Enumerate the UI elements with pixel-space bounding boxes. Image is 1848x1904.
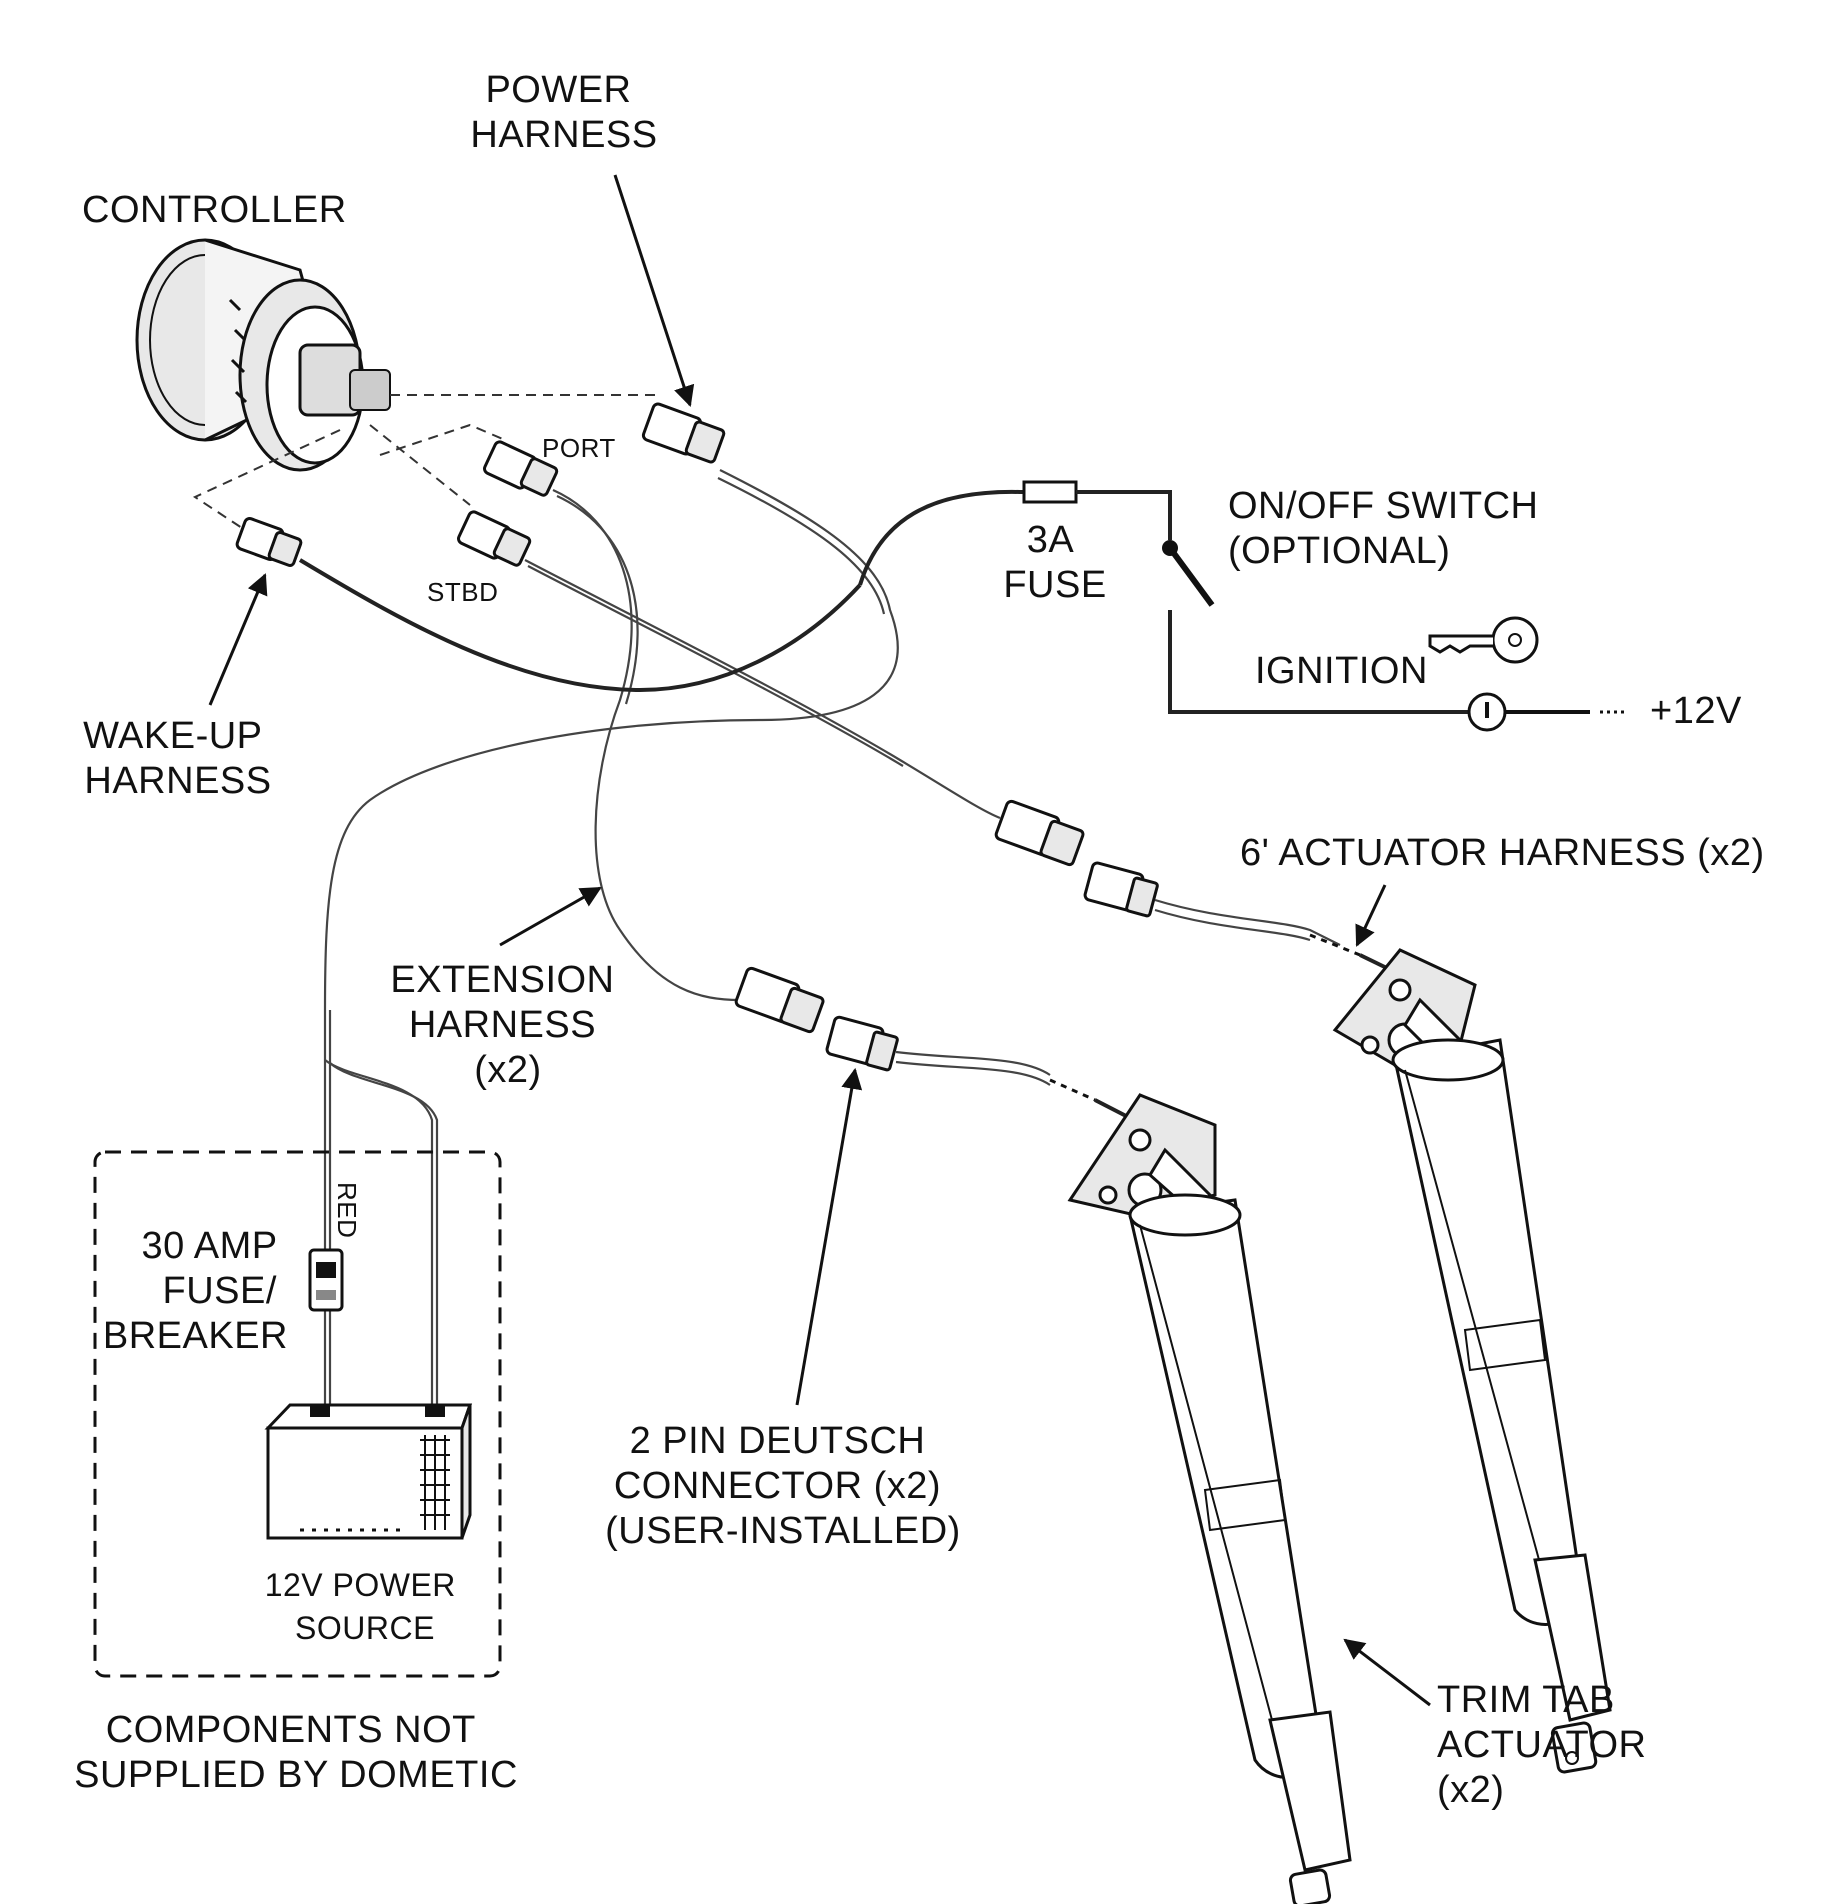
stbd-actuator-wire bbox=[1154, 898, 1341, 946]
ignition-label: IGNITION bbox=[1255, 650, 1428, 692]
extension-harness-label: EXTENSION HARNESS (x2) bbox=[390, 959, 625, 1091]
wake-up-harness-label: WAKE-UP HARNESS bbox=[83, 715, 273, 802]
power-harness-connector bbox=[641, 402, 726, 464]
battery bbox=[264, 1403, 473, 1540]
extension-harness-arrow bbox=[499, 886, 602, 947]
on-off-switch bbox=[1167, 546, 1215, 607]
trim-tab-actuator-port bbox=[1067, 1093, 1352, 1904]
wake-up-harness-arrow bbox=[208, 573, 268, 706]
port-actuator-wire bbox=[895, 1050, 1051, 1076]
not-supplied-box bbox=[93, 1150, 502, 1678]
extension-harness-stbd bbox=[524, 559, 1001, 820]
fuse-3a-label: 3A FUSE bbox=[1003, 519, 1106, 606]
fuse-breaker-label: 30 AMP FUSE/ BREAKER bbox=[103, 1225, 288, 1357]
power-source-label: 12V POWER SOURCE bbox=[265, 1567, 466, 1646]
red-wire-label: RED bbox=[332, 1182, 362, 1238]
wake-up-connector bbox=[235, 517, 303, 567]
deutsch-connector-arrow bbox=[795, 1067, 863, 1406]
not-supplied-label: COMPONENTS NOT SUPPLIED BY DOMETIC bbox=[74, 1709, 518, 1796]
deutsch-connector-label: 2 PIN DEUTSCH CONNECTOR (x2) (USER-INSTA… bbox=[605, 1420, 961, 1552]
controller-label: CONTROLLER bbox=[82, 189, 347, 231]
key-icon bbox=[1428, 616, 1539, 664]
trim-tab-actuator-label: TRIM TAB ACTUATOR (x2) bbox=[1437, 1679, 1658, 1811]
port-extension-connector bbox=[734, 966, 825, 1034]
switch-bottom-wire bbox=[1168, 610, 1470, 714]
extension-harness-port bbox=[552, 488, 741, 1002]
power-harness-wire bbox=[323, 469, 899, 1011]
power-harness-label: POWER HARNESS bbox=[470, 69, 657, 156]
stbd-connector bbox=[457, 510, 532, 567]
port-label: PORT bbox=[542, 433, 616, 463]
port-deutsch-connector bbox=[825, 1015, 899, 1072]
fuse-3a bbox=[1022, 480, 1078, 504]
trim-tab-actuator-starboard bbox=[1332, 948, 1612, 1774]
stbd-label: STBD bbox=[427, 577, 498, 607]
stbd-extension-connector bbox=[994, 799, 1085, 867]
trim-tab-actuator-arrow bbox=[1343, 1638, 1431, 1707]
wake-up-wire bbox=[298, 558, 862, 693]
power-harness-arrow bbox=[613, 174, 695, 407]
switch-top-wire bbox=[1076, 490, 1172, 540]
controller-unit bbox=[135, 238, 391, 472]
actuator-harness-arrow bbox=[1355, 884, 1387, 947]
plus-12v-label: +12V bbox=[1650, 690, 1742, 732]
on-off-switch-label: ON/OFF SWITCH (OPTIONAL) bbox=[1228, 485, 1550, 572]
port-connector bbox=[483, 440, 559, 497]
fuse-lead-wire bbox=[858, 489, 1024, 586]
actuator-harness-label: 6' ACTUATOR HARNESS (x2) bbox=[1240, 832, 1765, 874]
fuse-breaker bbox=[308, 1248, 344, 1312]
stbd-deutsch-connector bbox=[1083, 861, 1159, 918]
